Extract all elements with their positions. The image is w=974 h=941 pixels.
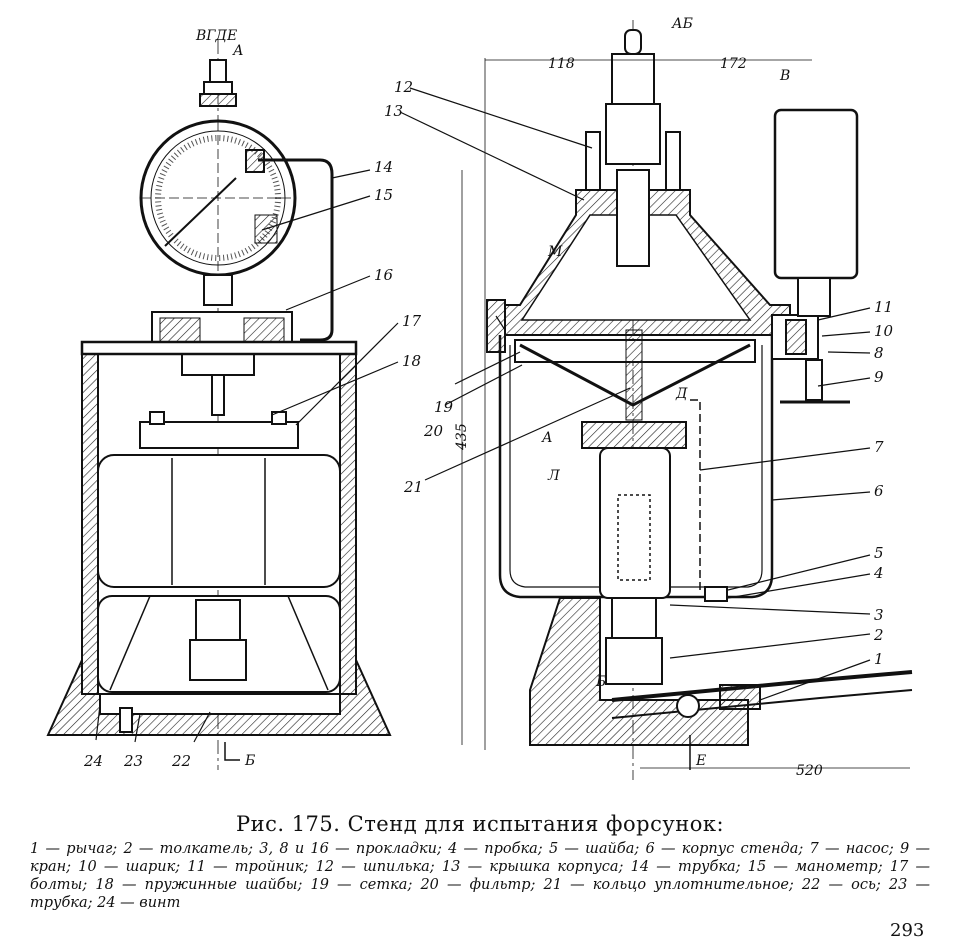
callout-4: 4 <box>873 564 884 582</box>
callout-12: 12 <box>394 78 413 96</box>
callout-5: 5 <box>874 544 884 562</box>
callout-24: 24 <box>83 752 103 770</box>
label-ab: АБ <box>671 16 693 32</box>
right-view <box>461 20 913 780</box>
label-a-mid: А <box>541 430 553 446</box>
caption-legend: 1 — рычаг; 2 — толкатель; 3, 8 и 16 — пр… <box>30 841 930 911</box>
dimension-520: 520 <box>796 763 823 779</box>
left-view <box>46 40 392 770</box>
dimension-118: 118 <box>548 56 575 72</box>
callout-17: 17 <box>402 312 422 330</box>
callout-22: 22 <box>171 752 191 770</box>
label-d: Д <box>675 386 688 402</box>
callout-6: 6 <box>874 482 884 500</box>
callout-1: 1 <box>874 650 884 668</box>
label-b-lever: Б <box>595 674 606 690</box>
manometer-gauge <box>139 119 297 277</box>
label-b-bottom: Б <box>244 753 255 769</box>
figure-caption: Рис. 175. Стенд для испытания форсунок: … <box>30 812 930 912</box>
label-v: В <box>779 68 790 84</box>
callout-23: 23 <box>123 752 143 770</box>
dimension-labels: 118 172 435 520 <box>454 56 823 779</box>
callout-11: 11 <box>874 298 893 316</box>
callout-14: 14 <box>374 158 393 176</box>
callout-15: 15 <box>374 186 393 204</box>
label-vgde: ВГДЕ <box>195 28 237 44</box>
label-m: М <box>547 244 563 260</box>
label-l: Л <box>547 468 560 484</box>
callout-7: 7 <box>874 438 884 456</box>
callout-9: 9 <box>874 368 884 386</box>
caption-title: Рис. 175. Стенд для испытания форсунок: <box>235 812 725 836</box>
label-e: Е <box>695 753 706 769</box>
test-stand-drawing: ВГДЕ А АБ Б В Е М Д А Л Б 118 172 435 52… <box>46 16 913 780</box>
dimension-435: 435 <box>454 423 470 451</box>
label-a-top: А <box>232 43 244 59</box>
callout-20: 20 <box>423 422 444 440</box>
dimension-172: 172 <box>720 56 747 72</box>
leader-lines <box>95 87 871 743</box>
callout-10: 10 <box>874 322 894 340</box>
callout-16: 16 <box>374 266 394 284</box>
callout-8: 8 <box>874 344 884 362</box>
callout-21: 21 <box>403 478 423 496</box>
page-number: 293 <box>890 920 925 941</box>
callout-19: 19 <box>434 398 454 416</box>
callout-2: 2 <box>873 626 884 644</box>
section-labels: ВГДЕ А АБ Б В Е М Д А Л Б <box>195 16 790 769</box>
callout-numbers: 1 2 3 4 5 6 7 8 9 10 11 12 13 14 15 16 1… <box>83 78 894 770</box>
callout-18: 18 <box>402 352 421 370</box>
callout-13: 13 <box>384 102 403 120</box>
callout-3: 3 <box>874 606 884 624</box>
